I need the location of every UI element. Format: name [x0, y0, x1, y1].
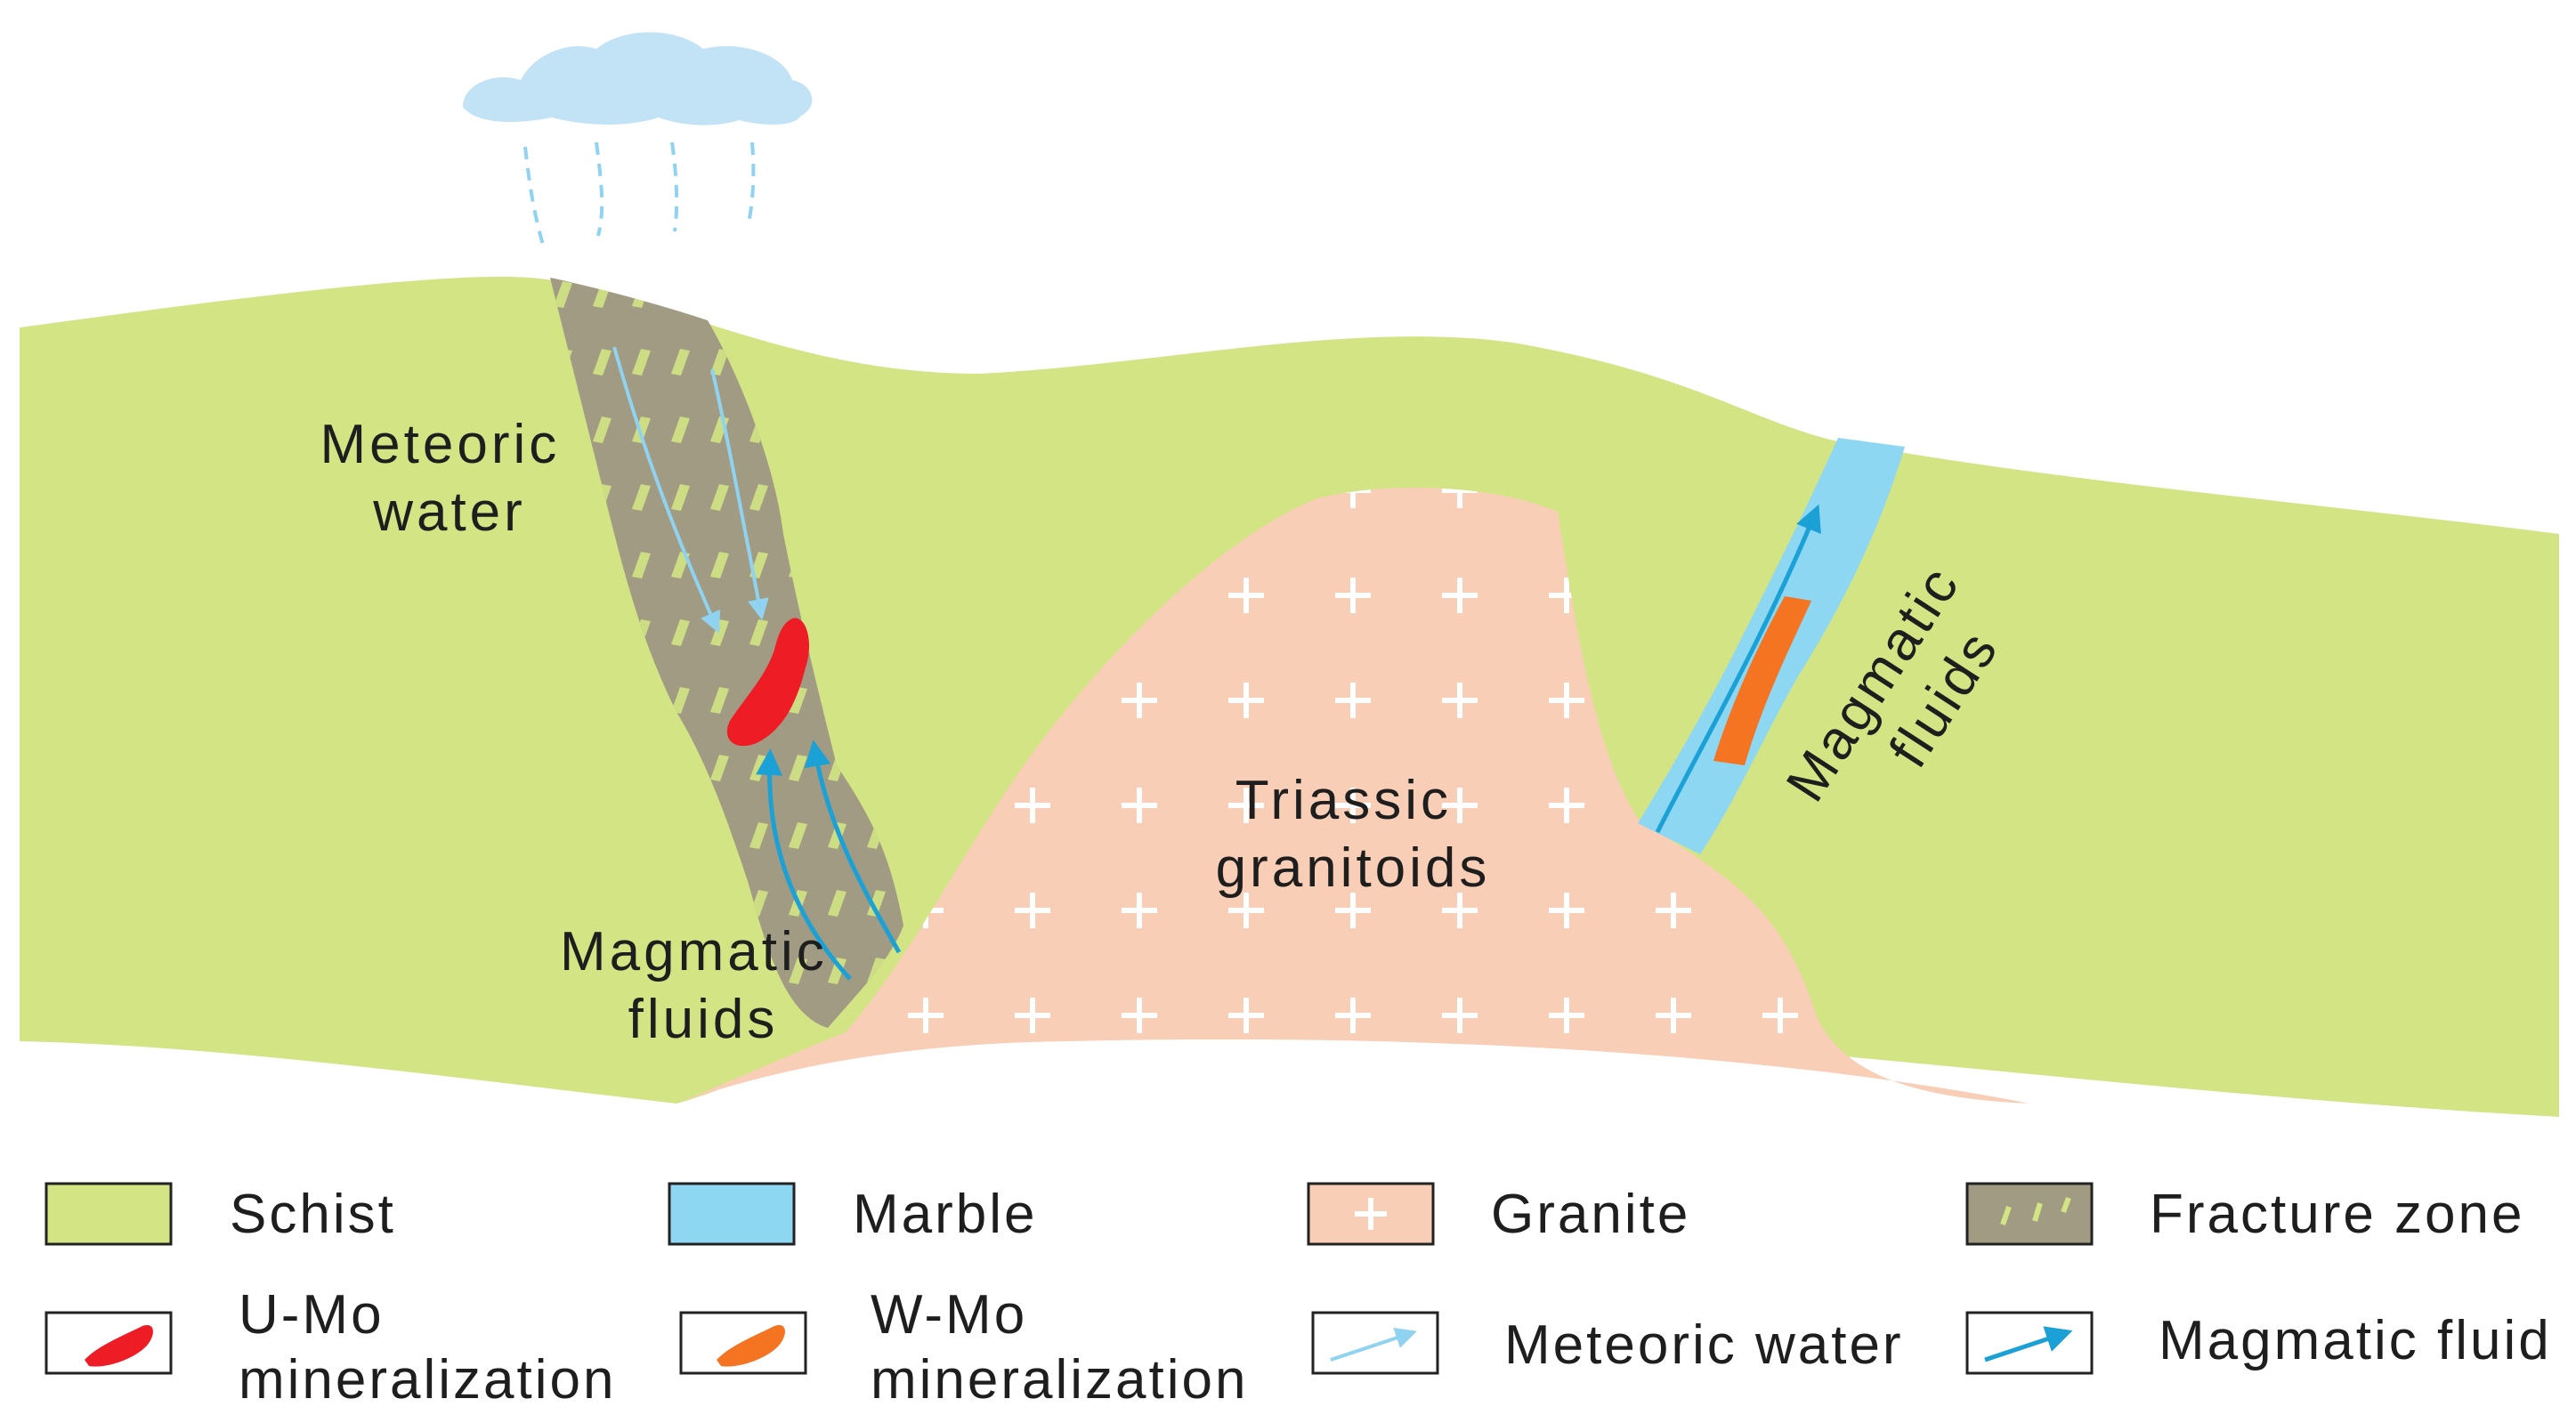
magmatic-arrow [804, 740, 902, 954]
legend-u-mo-icon [85, 1325, 153, 1367]
magmatic-arrow [1655, 504, 1821, 834]
legend-swatch-marble [668, 1182, 796, 1246]
legend-swatch-meteoric-water [1311, 1311, 1439, 1375]
legend-label-schist: Schist [230, 1184, 396, 1245]
legend-meteoric-arrow-icon [1330, 1327, 1417, 1362]
label-triassic-granitoids: Triassic granitoids [1216, 770, 1491, 899]
legend-label-granite: Granite [1491, 1184, 1690, 1245]
u-mo-mineralization-body [726, 618, 810, 747]
legend-label-u-mo: U-Mo mineralization [239, 1284, 617, 1411]
magmatic-arrow [756, 748, 852, 981]
legend-fracture-clast-icon [2000, 1196, 2071, 1225]
fracture-zone-clasts [550, 278, 903, 1028]
legend-swatch-schist [45, 1182, 173, 1246]
label-magmatic-fluids-left: Magmatic fluids [560, 921, 847, 1050]
legend-swatch-fracture-zone [1965, 1182, 2094, 1246]
meteoric-arrow [612, 346, 721, 634]
meteoric-water-arrows [612, 346, 769, 634]
legend-label-fracture-zone: Fracture zone [2150, 1184, 2525, 1245]
w-mo-mineralization-body [1713, 596, 1811, 765]
magmatic-fluid-arrows [756, 504, 1821, 981]
legend-label-meteoric-water: Meteoric water [1504, 1314, 1904, 1376]
granite-plus-pattern [676, 488, 2029, 1104]
legend-w-mo-icon [717, 1325, 785, 1367]
legend-label-magmatic-fluid: Magmatic fluid [2159, 1310, 2552, 1371]
legend-label-marble: Marble [853, 1184, 1038, 1245]
legend: Schist Marble Granite Fracture zone U-Mo… [45, 1182, 2552, 1411]
label-meteoric-water: Meteoric water [320, 414, 579, 543]
legend-magmatic-arrow-icon [1984, 1326, 2073, 1362]
rain-drops-icon [523, 142, 756, 246]
cloud-icon [463, 32, 813, 125]
legend-label-w-mo: W-Mo mineralization [871, 1284, 1249, 1411]
legend-granite-plus-icon [1355, 1198, 1387, 1230]
meteoric-arrow [710, 368, 769, 621]
